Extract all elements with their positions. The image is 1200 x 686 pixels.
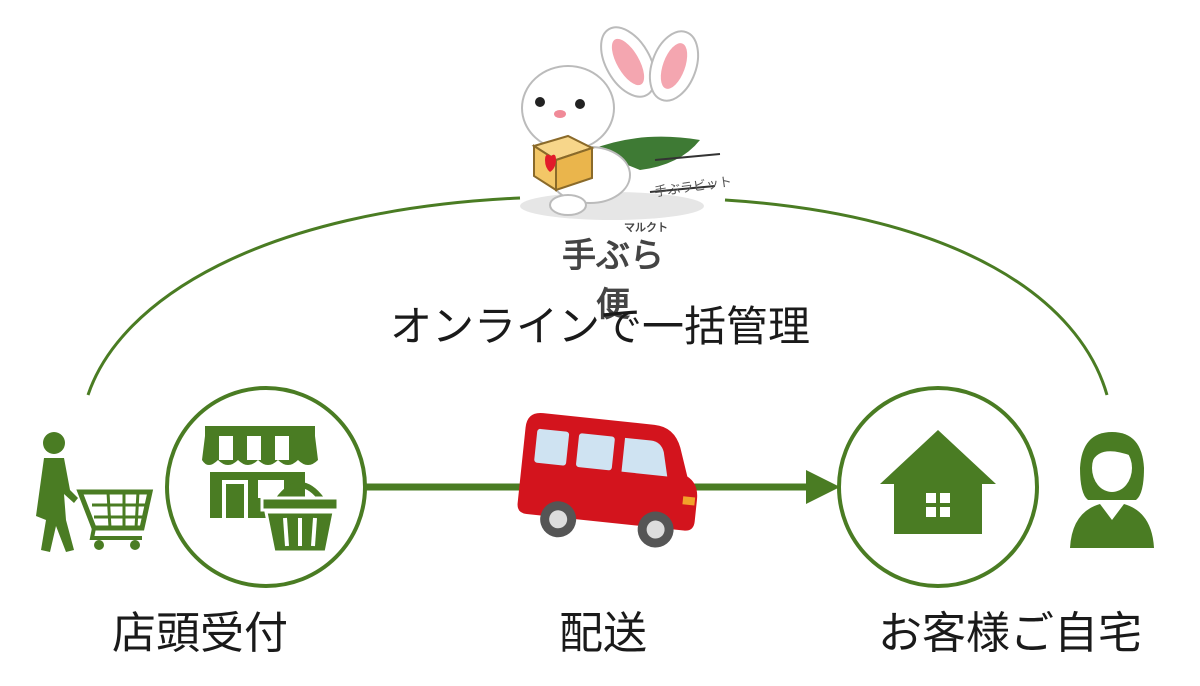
flow-arrowhead — [806, 470, 840, 504]
online-arc-right — [724, 198, 1109, 396]
brand-name: 手ぶら便 — [562, 236, 664, 325]
stage-label-store: 店頭受付 — [112, 608, 288, 659]
center-title: オンラインで一括管理 — [389, 302, 810, 351]
rabbit-mascot-icon — [520, 26, 721, 220]
brand-ruby-text: マルクト — [624, 221, 668, 234]
delivery-van-icon — [517, 413, 698, 548]
shopper-with-cart-icon — [36, 432, 154, 552]
house-icon — [837, 386, 1039, 588]
stage-label-delivery: 配送 — [559, 608, 647, 659]
customer-woman-icon — [1070, 432, 1154, 548]
shop-with-basket-icon — [165, 386, 367, 588]
stage-label-home: お客様ご自宅 — [878, 608, 1142, 659]
online-arc-left — [86, 196, 521, 396]
